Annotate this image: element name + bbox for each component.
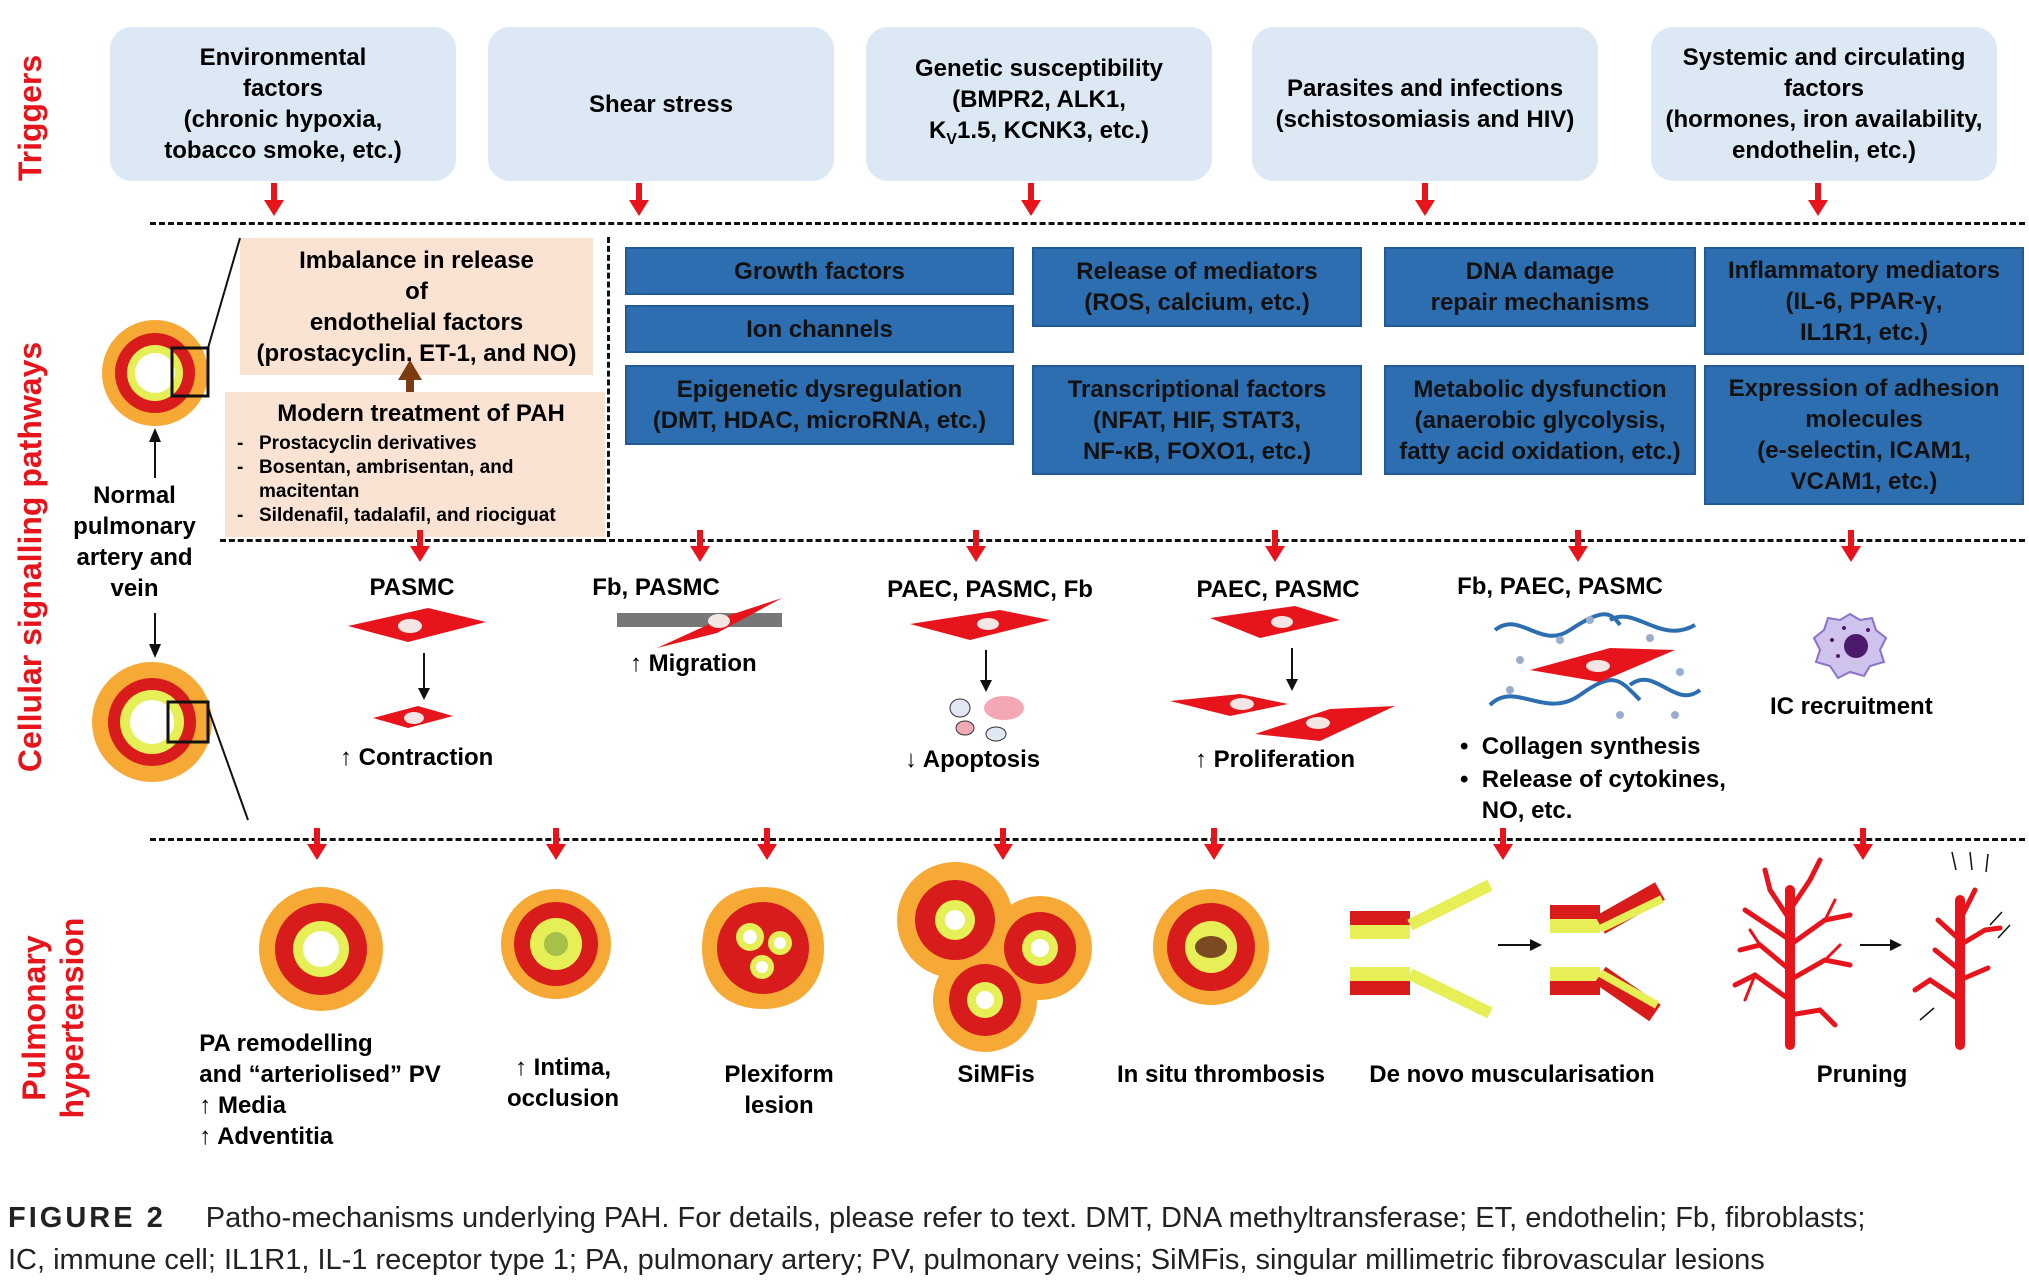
treatment-title: Modern treatment of PAH	[277, 400, 565, 427]
trigger-systemic: Systemic and circulating factors (hormon…	[1651, 27, 1997, 181]
separator-2	[600, 539, 2025, 542]
cell-out-migration: ↑ Migration	[630, 650, 757, 677]
pathway-dna-repair: DNA damage repair mechanisms	[1384, 247, 1696, 327]
normal-vessel-bottom	[92, 662, 212, 782]
cell-bullet-collagen: • Collagen synthesis	[1460, 733, 1701, 760]
trigger-parasites: Parasites and infections (schistosomiasi…	[1252, 27, 1598, 181]
trigger-shear-stress: Shear stress	[488, 27, 834, 181]
pasmc-cell-contraction	[348, 608, 486, 728]
ph-label-plexiform: Plexiform lesion	[724, 1061, 834, 1119]
lesion-thrombosis	[1153, 889, 1269, 1005]
apoptosis-cell	[910, 610, 1050, 742]
trigger-genetic-l1: Genetic susceptibility	[914, 55, 1164, 83]
cell-bullet-cytokines: • Release of cytokines, NO, etc.	[1460, 766, 1726, 824]
treatment-box: Modern treatment of PAH -Prostacyclin de…	[225, 392, 605, 537]
trigger-environmental: Environmental factors (chronic hypoxia, …	[110, 27, 456, 181]
migration-cell	[617, 598, 782, 648]
cell-out-ic-recruitment: IC recruitment	[1770, 693, 1933, 720]
ph-label-muscularisation: De novo muscularisation	[1369, 1061, 1655, 1088]
separator-3	[150, 838, 2025, 841]
pathway-adhesion: Expression of adhesion molecules (e-sele…	[1704, 365, 2024, 505]
lesion-plexiform	[702, 887, 824, 1009]
separator-2b	[220, 539, 600, 542]
lesion-intima-occlusion	[501, 889, 611, 999]
immune-cell	[1812, 612, 1888, 680]
cell-title-apoptosis: PAEC, PASMC, Fb	[887, 576, 1093, 603]
cell-title-fibrosis: Fb, PAEC, PASMC	[1457, 573, 1663, 600]
figure-label: FIGURE 2	[8, 1202, 166, 1234]
ph-label-thrombosis: In situ thrombosis	[1116, 1061, 1326, 1088]
separator-1	[150, 222, 2025, 225]
pathway-transcription: Transcriptional factors (NFAT, HIF, STAT…	[1032, 365, 1362, 475]
lesion-muscularisation	[1350, 879, 1665, 1022]
proliferation-cells	[1170, 606, 1395, 741]
cell-out-apoptosis: ↓ Apoptosis	[905, 746, 1041, 773]
cell-out-contraction: ↑ Contraction	[340, 744, 494, 771]
pathway-metabolic: Metabolic dysfunction (anaerobic glycoly…	[1384, 365, 1696, 475]
caption-line-1: Patho-mechanisms underlying PAH. For det…	[205, 1202, 1866, 1234]
ph-label-simfis: SiMFis	[957, 1061, 1035, 1088]
treatment-item: Prostacyclin derivatives	[259, 433, 477, 454]
pathway-mediators: Release of mediators (ROS, calcium, etc.…	[1032, 247, 1362, 327]
pathway-epigenetic: Epigenetic dysregulation (DMT, HDAC, mic…	[625, 365, 1014, 445]
pathway-ion-channels: Ion channels	[625, 305, 1014, 353]
trigger-genetic: Genetic susceptibility (BMPR2, ALK1, KV1…	[866, 27, 1212, 181]
trigger-genetic-l3: KV1.5, KCNK3, etc.)	[928, 117, 1150, 148]
ph-label-pa-remodelling: PA remodelling and “arteriolised” PV ↑ M…	[199, 1030, 441, 1150]
cell-title-proliferation: PAEC, PASMC	[1196, 576, 1360, 603]
treatment-item: Bosentan, ambrisentan, and macitentan	[259, 457, 514, 502]
lesion-pruning	[1732, 851, 2011, 1050]
caption-line-2: IC, immune cell; IL1R1, IL-1 receptor ty…	[8, 1244, 1765, 1276]
treatment-item: Sildenafil, tadalafil, and riociguat	[259, 505, 556, 526]
trigger-genetic-l2: (BMPR2, ALK1,	[952, 86, 1126, 114]
ph-label-intima: ↑ Intima, occlusion	[506, 1054, 620, 1112]
normal-vessel-top	[102, 320, 210, 426]
cell-title-pasmc: PASMC	[369, 574, 455, 601]
separator-vertical	[607, 237, 610, 537]
cell-out-proliferation: ↑ Proliferation	[1195, 746, 1356, 773]
ph-label-pruning: Pruning	[1816, 1061, 1908, 1088]
normal-vessel-label: Normal pulmonary artery and vein	[73, 482, 196, 602]
endothelial-factors-box: Imbalance in release of endothelial fact…	[240, 238, 593, 375]
pathway-inflammatory: Inflammatory mediators (IL-6, PPAR-γ, IL…	[1704, 247, 2024, 355]
collagen-fibrosis	[1488, 612, 1702, 719]
lesion-simfis	[897, 862, 1092, 1052]
cell-title-fb-pasmc: Fb, PASMC	[592, 574, 720, 601]
lesion-pa-remodelling	[259, 887, 383, 1011]
figure-caption: FIGURE 2 Patho-mechanisms underlying PAH.…	[8, 1197, 2023, 1281]
pathway-growth-factors: Growth factors	[625, 247, 1014, 295]
